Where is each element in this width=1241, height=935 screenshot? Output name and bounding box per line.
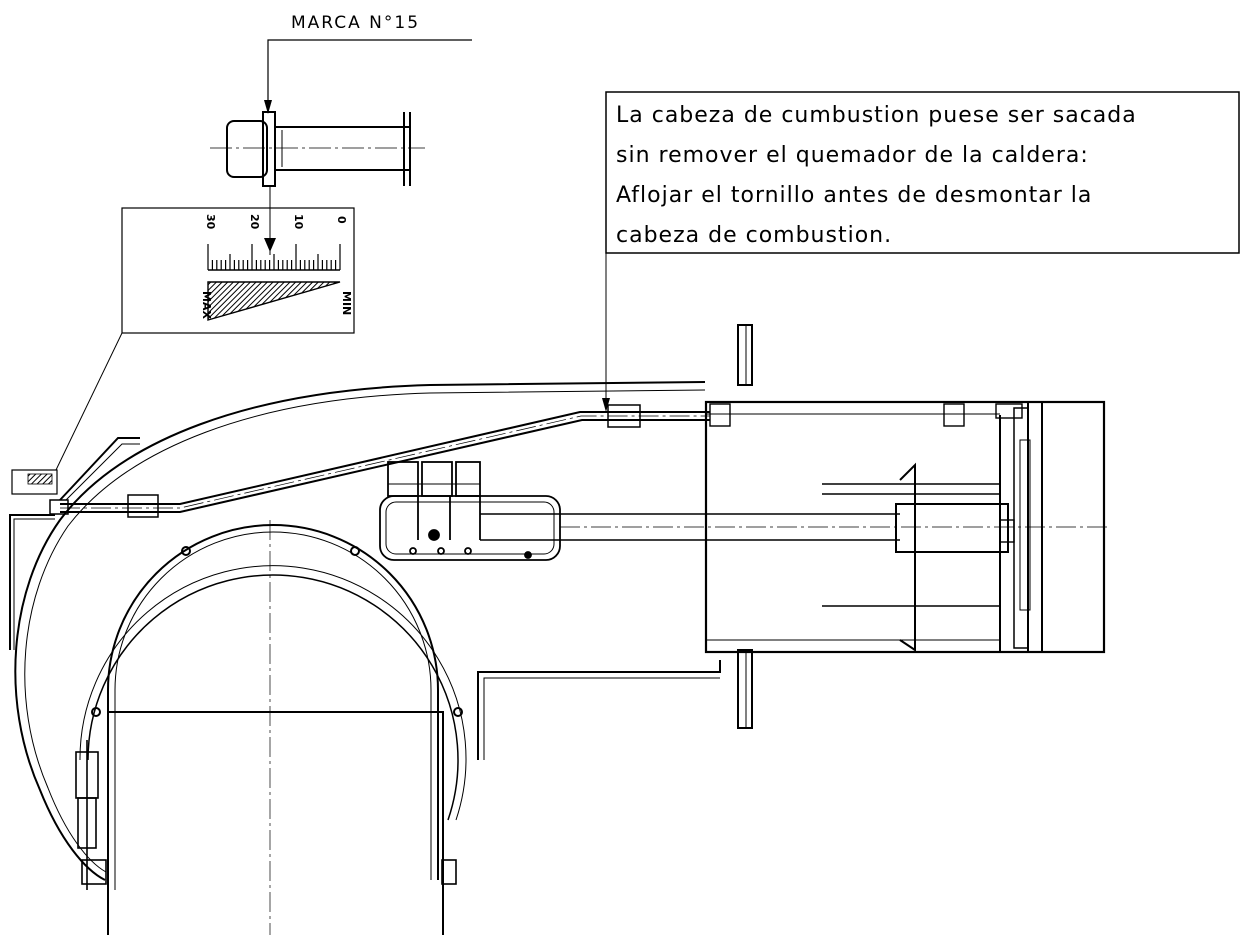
- note-frame: [605, 91, 1240, 254]
- scale-wedge: [207, 281, 341, 321]
- note-line-3: Aflojar el tornillo antes de desmontar l…: [616, 183, 1092, 208]
- note-line-2: sin remover el quemador de la caldera:: [616, 143, 1089, 168]
- note-line-1: La cabeza de cumbustion puese ser sacada: [616, 103, 1137, 128]
- combustion-head: [480, 324, 1110, 729]
- scale-tick-30: 30: [204, 214, 217, 230]
- scale-tick-20: 20: [248, 214, 261, 230]
- marker-label: MARCA N°15: [291, 13, 420, 33]
- note-line-4: cabeza de combustion.: [616, 223, 892, 248]
- scale-detail: 30 20 10 0 MAX MIN: [11, 207, 355, 495]
- scale-frame: [121, 207, 355, 334]
- screw-detail: [210, 111, 425, 255]
- scale-min-label: MIN: [340, 291, 353, 315]
- left-fittings: [75, 740, 457, 890]
- scale-max-label: MAX: [200, 291, 213, 319]
- marker-callout: MARCA N°15: [264, 13, 472, 114]
- scale-tick-0: 0: [335, 216, 348, 224]
- valve-block: [379, 461, 561, 561]
- scale-tick-10: 10: [292, 214, 305, 230]
- burner-housing: [9, 381, 721, 935]
- scale-mini-marker: [11, 469, 58, 495]
- instruction-note: La cabeza de cumbustion puese ser sacada…: [602, 91, 1240, 412]
